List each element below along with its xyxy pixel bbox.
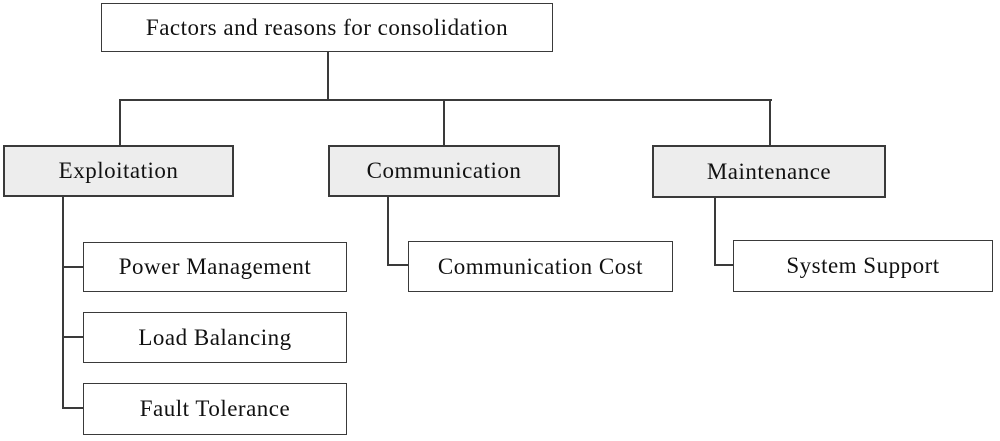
connector-exploitation-vertical (62, 197, 64, 409)
connector-communication-vertical (387, 197, 389, 266)
connector-stub-fault-tolerance (62, 407, 83, 409)
branch-node-maintenance: Maintenance (652, 145, 886, 198)
leaf-node-fault-tolerance: Fault Tolerance (83, 383, 347, 435)
connector-maintenance-vertical (714, 198, 716, 266)
connector-drop-exploitation (119, 99, 121, 146)
connector-stub-power-management (62, 266, 83, 268)
connector-stub-system-support (714, 264, 733, 266)
connector-stub-communication-cost (387, 264, 408, 266)
branch-node-exploitation: Exploitation (3, 145, 234, 197)
leaf-node-power-management: Power Management (83, 242, 347, 292)
branch-node-communication: Communication (328, 145, 560, 197)
connector-drop-communication (443, 99, 445, 146)
connector-stub-load-balancing (62, 336, 83, 338)
connector-drop-maintenance (769, 99, 771, 146)
leaf-node-communication-cost: Communication Cost (408, 241, 673, 292)
connector-root-vertical (327, 52, 329, 100)
connector-main-horizontal (119, 99, 772, 101)
leaf-node-load-balancing: Load Balancing (83, 312, 347, 363)
root-node-factors-and-reasons: Factors and reasons for consolidation (101, 3, 553, 52)
leaf-node-system-support: System Support (733, 240, 993, 292)
